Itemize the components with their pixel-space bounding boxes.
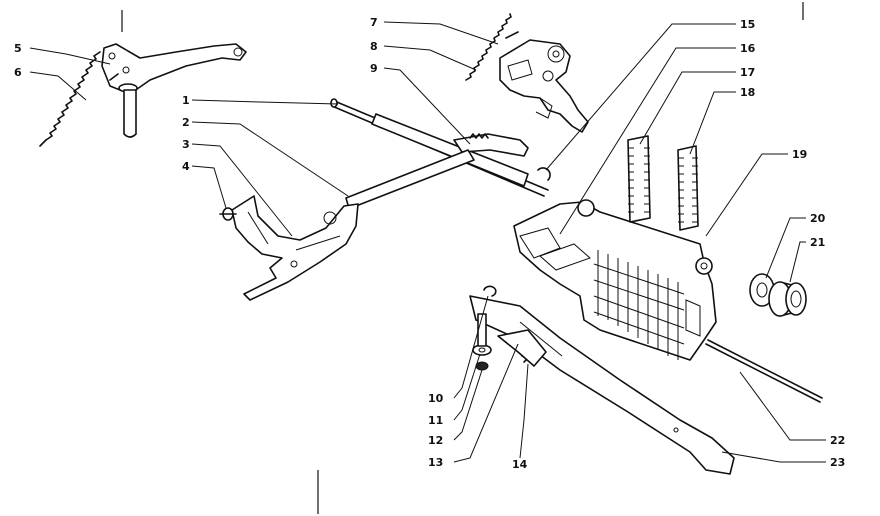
callout-4: 4 — [182, 160, 190, 173]
part-17-comb-plate — [627, 135, 651, 223]
leader-lines — [29, 21, 826, 463]
callout-1: 1 — [182, 94, 190, 107]
callout-8: 8 — [370, 40, 378, 53]
callout-22: 22 — [830, 434, 845, 447]
part-15-clip — [537, 167, 551, 181]
callout-15: 15 — [740, 18, 755, 31]
part-3-bent-plate — [231, 195, 359, 301]
part-12-nut — [475, 361, 489, 371]
callout-2: 2 — [182, 116, 190, 129]
part-2-lever — [345, 149, 475, 213]
callout-11: 11 — [428, 414, 443, 427]
callout-20: 20 — [810, 212, 826, 225]
part-18-comb-plate — [677, 145, 699, 231]
part-5-pivot-pin — [118, 83, 138, 138]
callout-21: 21 — [810, 236, 825, 249]
part-22-wire — [705, 339, 823, 403]
part-10-clip — [483, 285, 497, 297]
callout-7: 7 — [370, 16, 378, 29]
callout-5: 5 — [14, 42, 22, 55]
callout-6: 6 — [14, 66, 22, 79]
callout-14: 14 — [512, 458, 528, 471]
callout-16: 16 — [740, 42, 756, 55]
callout-10: 10 — [428, 392, 444, 405]
callout-3: 3 — [182, 138, 190, 151]
callout-23: 23 — [830, 456, 845, 469]
part-5-lever-arm — [101, 43, 247, 95]
part-4-screw — [219, 207, 237, 221]
callout-12: 12 — [428, 434, 443, 447]
part-19-grid-fins — [593, 250, 701, 360]
callout-18: 18 — [740, 86, 755, 99]
callout-17: 17 — [740, 66, 755, 79]
part-6-coil-spring — [39, 51, 119, 147]
callout-labels: 5 6 7 8 9 1 2 3 4 15 16 17 18 19 20 21 1… — [14, 16, 845, 471]
part-19-frame — [513, 199, 717, 361]
part-14-bracket — [497, 329, 547, 367]
part-21-roller — [768, 281, 807, 317]
part-1-long-rod — [330, 98, 549, 197]
part-8-bracket — [499, 39, 589, 133]
callout-9: 9 — [370, 62, 378, 75]
callout-13: 13 — [428, 456, 443, 469]
callout-19: 19 — [792, 148, 807, 161]
